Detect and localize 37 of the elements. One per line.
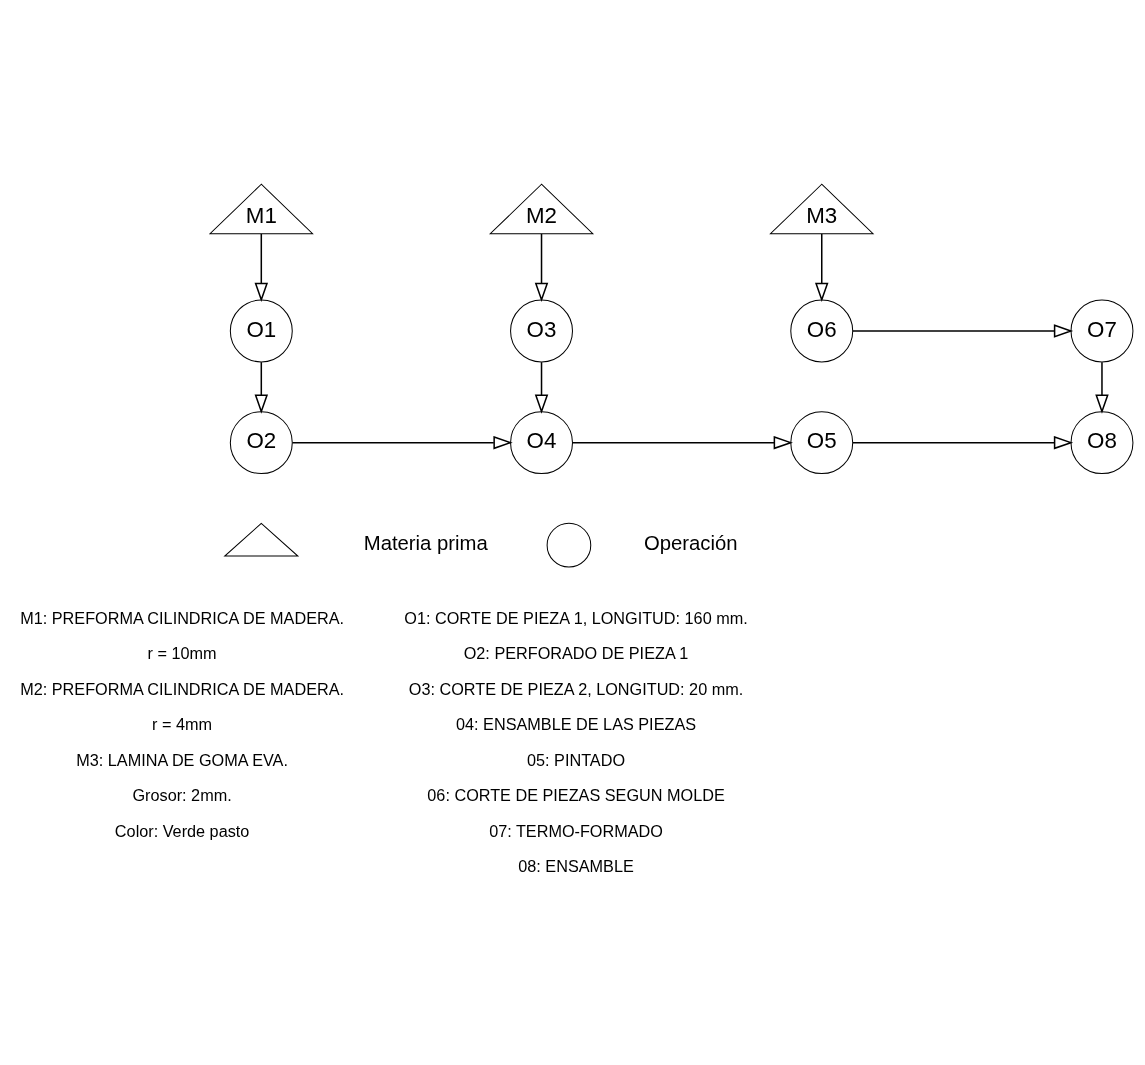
arrow xyxy=(814,232,828,302)
node-circle: O4 xyxy=(509,410,573,474)
label: 06: CORTE DE PIEZAS SEGUN MOLDE xyxy=(426,785,725,804)
arrow xyxy=(534,360,548,414)
arrow xyxy=(1094,360,1109,414)
arrow xyxy=(534,232,548,302)
arrow xyxy=(851,323,1073,338)
node-circle: O2 xyxy=(229,410,293,474)
label: r = 4mm xyxy=(151,714,212,733)
node-circle: O1 xyxy=(229,299,293,362)
arrow xyxy=(571,435,793,449)
arrow xyxy=(254,360,268,414)
label: O2: PERFORADO DE PIEZA 1 xyxy=(463,643,688,662)
label: 05: PINTADO xyxy=(526,750,625,769)
label: O3: CORTE DE PIEZA 2, LONGITUD: 20 mm. xyxy=(408,679,743,698)
arrow xyxy=(851,435,1073,449)
label: 07: TERMO-FORMADO xyxy=(488,821,663,840)
node-circle xyxy=(546,522,591,567)
node-triangle xyxy=(222,522,299,557)
label: r = 10mm xyxy=(147,643,217,662)
node-circle: O5 xyxy=(789,410,853,474)
arrow xyxy=(291,435,513,449)
label: M3: LAMINA DE GOMA EVA. xyxy=(75,750,288,769)
legend-label: Materia prima xyxy=(363,531,488,554)
label: Grosor: 2mm. xyxy=(131,785,232,804)
node-circle: O6 xyxy=(789,299,853,362)
legend-label: Operación xyxy=(643,531,738,554)
label: M2: PREFORMA CILINDRICA DE MADERA. xyxy=(19,679,344,698)
label: 08: ENSAMBLE xyxy=(517,856,634,875)
node-circle: O8 xyxy=(1070,410,1133,474)
label: 04: ENSAMBLE DE LAS PIEZAS xyxy=(455,714,696,733)
label: Color: Verde pasto xyxy=(114,821,249,840)
label: M1: PREFORMA CILINDRICA DE MADERA. xyxy=(19,608,344,627)
node-circle: O3 xyxy=(509,299,573,362)
arrow xyxy=(254,232,268,302)
node-circle: O7 xyxy=(1070,299,1133,362)
label: O1: CORTE DE PIEZA 1, LONGITUD: 160 mm. xyxy=(403,608,748,627)
